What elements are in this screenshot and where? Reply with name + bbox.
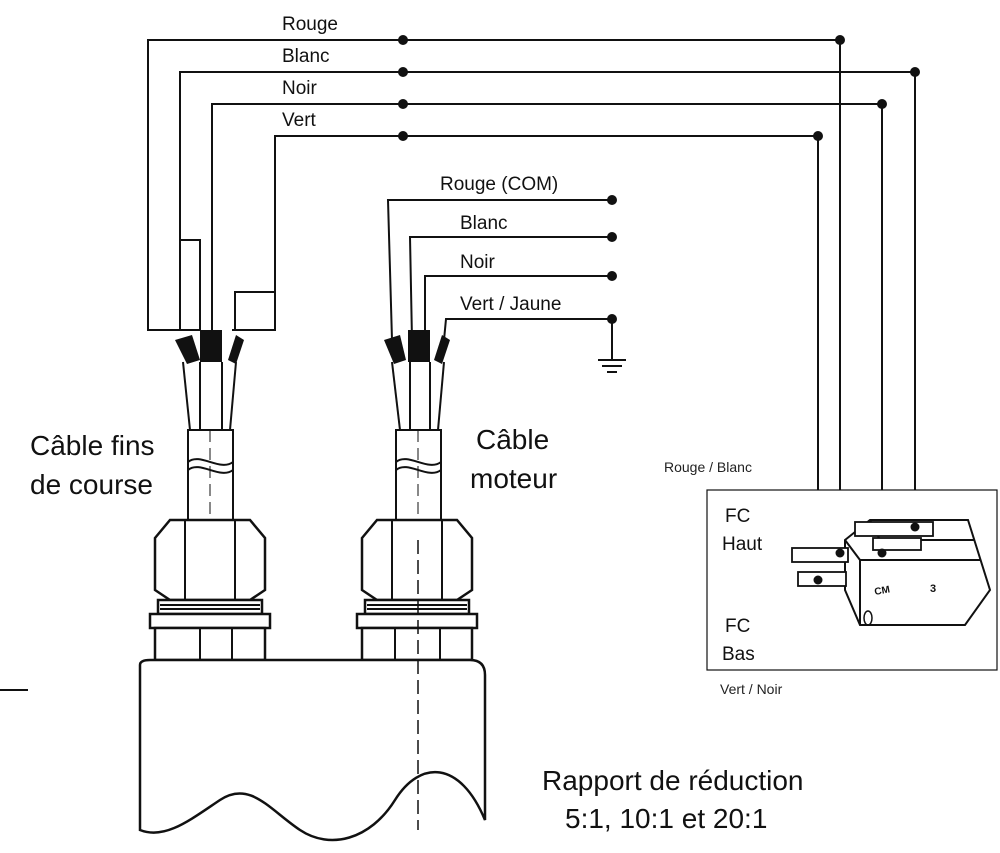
junction-dot: [835, 35, 845, 45]
terminal-dot: [910, 522, 920, 532]
limit-wire-labels: Rouge Blanc Noir Vert: [282, 14, 338, 131]
limit-cable-jacket: [187, 429, 234, 521]
switch-bottom-note: Vert / Noir: [720, 681, 783, 697]
terminal-dot: [877, 548, 887, 558]
wire-noir: [211, 103, 883, 555]
limit-junction-dots: [398, 35, 920, 141]
junction-dot: [877, 99, 887, 109]
motor-wire-blanc: [408, 236, 612, 341]
motor-cable-fanout: [384, 330, 450, 431]
ratio-line1: Rapport de réduction: [542, 765, 804, 796]
junction-dot: [398, 67, 408, 77]
terminal-dot: [607, 195, 617, 205]
switch-marking: CM: [874, 584, 891, 598]
motor-cable-jacket: [395, 429, 442, 521]
motor-housing: [138, 658, 487, 842]
switch-terminal-dots: [813, 522, 920, 585]
motor-cable-label-line2: moteur: [470, 463, 557, 494]
motor-wire-noir: [424, 275, 612, 340]
junction-dot: [398, 35, 408, 45]
motor-cable-wires: [386, 199, 612, 341]
fc-haut-line1: FC: [725, 506, 750, 527]
junction-dot: [813, 131, 823, 141]
wire-blanc: [179, 71, 916, 525]
junction-dot: [398, 99, 408, 109]
fc-haut-line2: Haut: [722, 534, 763, 555]
motor-wire-vert-jaune: [443, 318, 612, 341]
wire-label-noir: Noir: [282, 78, 318, 99]
motor-wire-label-vert-jaune: Vert / Jaune: [460, 294, 561, 315]
motor-cable-label-line1: Câble: [476, 424, 549, 455]
junction-dot: [398, 131, 408, 141]
motor-wire-label-noir: Noir: [460, 252, 496, 273]
ratio-line2: 5:1, 10:1 et 20:1: [565, 803, 767, 834]
wire-label-vert: Vert: [282, 110, 317, 131]
wire-vert: [232, 135, 819, 580]
limit-cable-label-line1: Câble fins: [30, 430, 155, 461]
motor-wire-label-blanc: Blanc: [460, 213, 508, 234]
motor-wire-labels: Rouge (COM) Blanc Noir Vert / Jaune: [440, 174, 561, 315]
switch-top-note: Rouge / Blanc: [664, 459, 752, 475]
terminal-dot: [813, 575, 823, 585]
ground-icon: [598, 319, 626, 373]
fc-bas-line1: FC: [725, 616, 750, 637]
limit-cable-label-line2: de course: [30, 469, 153, 500]
motor-terminal-dots: [607, 195, 617, 324]
terminal-dot: [835, 548, 845, 558]
fc-bas-line2: Bas: [722, 644, 755, 665]
microswitch-icon: CM 3: [791, 519, 992, 626]
wire-label-rouge: Rouge: [282, 14, 338, 35]
terminal-dot: [607, 232, 617, 242]
motor-wire-label-rouge: Rouge (COM): [440, 174, 558, 195]
wire-vert-inner: [234, 291, 275, 330]
switch-number: 3: [930, 583, 936, 595]
limit-cable-gland: [148, 518, 272, 662]
terminal-dot: [607, 271, 617, 281]
limit-cable-fanout: [175, 330, 244, 431]
wire-label-blanc: Blanc: [282, 46, 330, 67]
motor-wire-rouge: [386, 199, 612, 341]
wire-blanc-inner: [180, 239, 201, 330]
junction-dot: [910, 67, 920, 77]
wire-rouge: [147, 39, 841, 550]
limit-cable-wires: [147, 39, 916, 580]
motor-cable-gland: [355, 518, 479, 662]
